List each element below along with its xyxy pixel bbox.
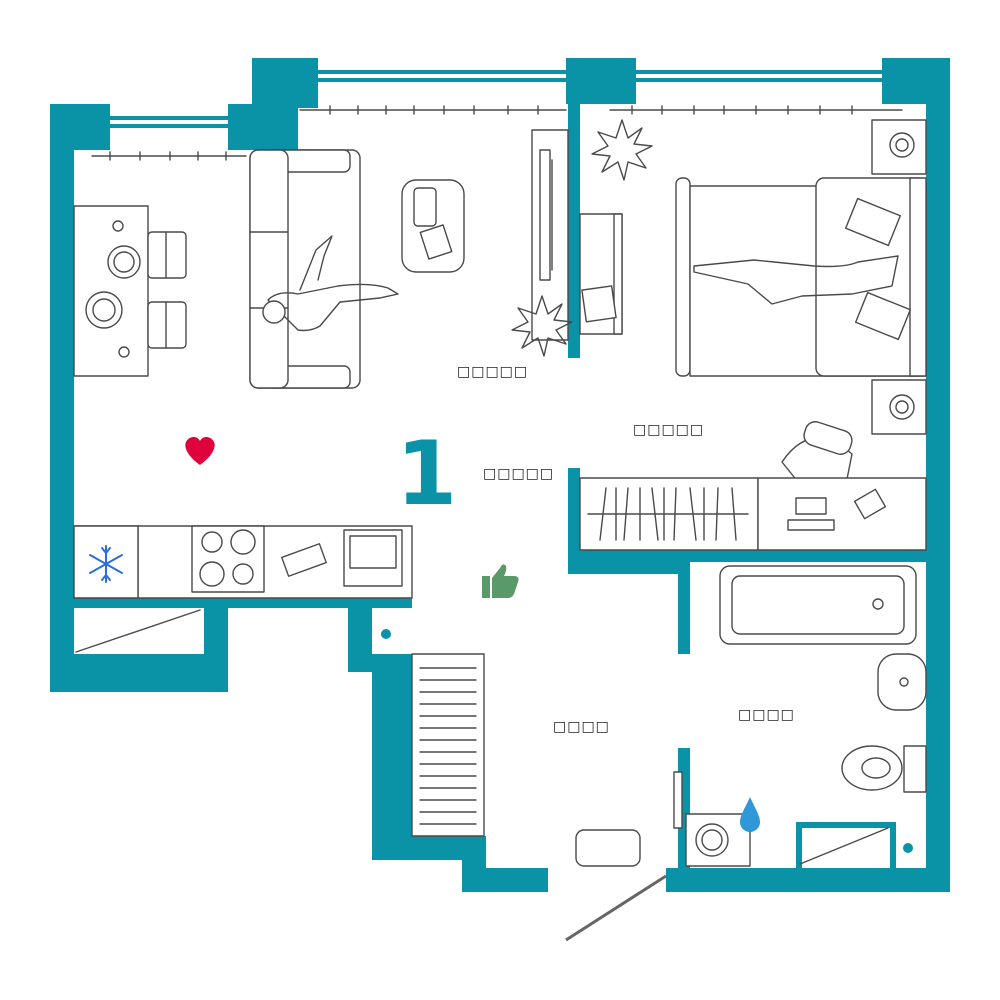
bed [675, 177, 927, 377]
wardrobe [579, 477, 759, 551]
bathtub [719, 565, 917, 645]
sofa [249, 149, 399, 389]
entrance-door [565, 874, 667, 942]
balcony-diagonal [75, 609, 889, 865]
chair [781, 421, 853, 493]
kitchen-label: □□□□□ [483, 466, 555, 482]
dining-table [73, 205, 187, 377]
plant [511, 295, 573, 357]
doormat [575, 829, 641, 867]
water-drop-icon [740, 797, 760, 832]
washing-machine [673, 771, 751, 867]
bedroom-label: □□□□□ [633, 422, 705, 438]
kitchen-counter [73, 525, 413, 599]
walls [50, 58, 950, 892]
snowflake-icon [89, 545, 123, 583]
desk [757, 477, 927, 551]
bathroom-label: □□□□ [738, 707, 795, 723]
bookshelf [579, 213, 623, 335]
heart-icon [185, 436, 215, 465]
curtains [91, 105, 903, 161]
nightstands [871, 119, 927, 435]
thumb-up-icon [482, 564, 519, 598]
sink [877, 653, 927, 711]
living-room-label: □□□□□ [457, 364, 529, 380]
radiator [411, 653, 485, 837]
hallway-label: □□□□ [553, 719, 610, 735]
room-count: 1 [396, 422, 458, 525]
toilet [841, 745, 927, 793]
plant-bedroom [591, 119, 653, 181]
coffee-table [401, 179, 465, 273]
